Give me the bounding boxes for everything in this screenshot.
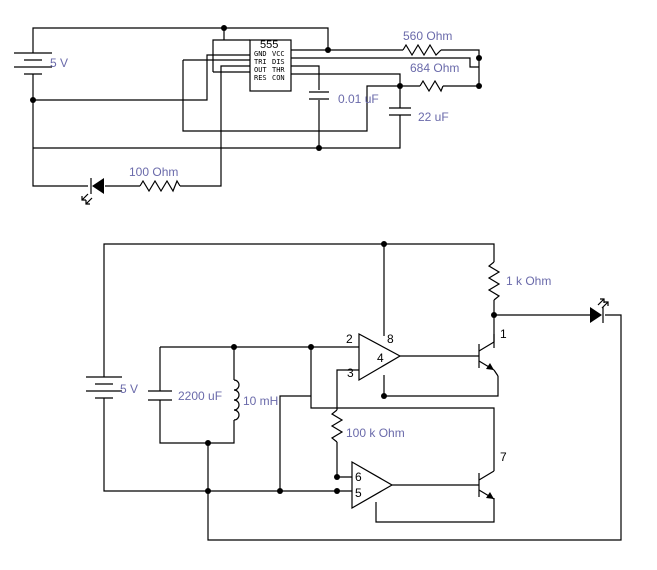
bottom-battery: 5 V [86,376,138,399]
ic-pin-tri: TRI [254,58,267,66]
top-circuit: 5 V 555 GND TRI [14,25,482,205]
capacitor-2200uf-label: 2200 uF [178,389,222,403]
transistor-top-pin: 1 [500,327,507,341]
ic-pin-res: RES [254,74,267,82]
capacitor-0-01uf: 0.01 uF [309,91,379,106]
transistor-bottom: 7 [478,450,507,500]
opamp-bottom: 6 5 [351,460,394,510]
resistor-684: 684 Ohm [410,61,459,93]
capacitor-22uf: 22 uF [389,107,449,124]
capacitor-2200uf: 2200 uF [148,389,222,403]
bottom-junctions [205,241,497,494]
top-led [81,178,104,205]
ic-pin-vcc: VCC [272,50,285,58]
resistor-684-label: 684 Ohm [410,61,459,75]
inductor-10mh-label: 10 mH [243,394,278,408]
top-battery: 5 V [14,52,68,75]
opamp-top-pin-4: 4 [377,351,384,365]
top-wires [32,27,480,187]
transistor-top: 1 [478,327,507,377]
opamp-bottom-pin-5: 5 [355,486,362,500]
resistor-560: 560 Ohm [402,29,452,57]
opamp-top-pin-8: 8 [387,332,394,346]
bottom-battery-label: 5 V [120,382,138,396]
resistor-100k-label: 100 k Ohm [346,426,405,440]
resistor-560-label: 560 Ohm [403,29,452,43]
ic-name: 555 [260,39,278,51]
ic-pin-thr: THR [272,66,285,74]
bottom-circuit: 5 V 2200 uF [86,241,622,541]
ic-pin-out: OUT [254,66,267,74]
top-battery-label: 5 V [50,56,68,70]
resistor-1k: 1 k Ohm [487,261,551,301]
capacitor-22uf-label: 22 uF [418,110,449,124]
ic-pin-dis: DIS [272,58,285,66]
ic-pin-gnd: GND [254,50,267,58]
transistor-bottom-pin: 7 [500,450,507,464]
resistor-100k: 100 k Ohm [330,409,405,443]
inductor-10mh: 10 mH [233,379,278,421]
capacitor-0-01uf-label: 0.01 uF [338,92,379,106]
bottom-wires [103,243,622,541]
opamp-top: 2 3 4 8 [346,332,402,382]
resistor-100: 100 Ohm [129,165,181,193]
opamp-top-pin-3: 3 [347,366,354,380]
opamp-bottom-pin-6: 6 [355,470,362,484]
resistor-100-label: 100 Ohm [129,165,178,179]
resistor-1k-label: 1 k Ohm [506,274,551,288]
ic-pin-con: CON [272,74,285,82]
ic-555: 555 GND TRI OUT RES VCC DIS THR CON [249,39,292,92]
top-junctions [30,25,482,151]
opamp-top-pin-2: 2 [346,332,353,346]
bottom-led [590,298,609,323]
